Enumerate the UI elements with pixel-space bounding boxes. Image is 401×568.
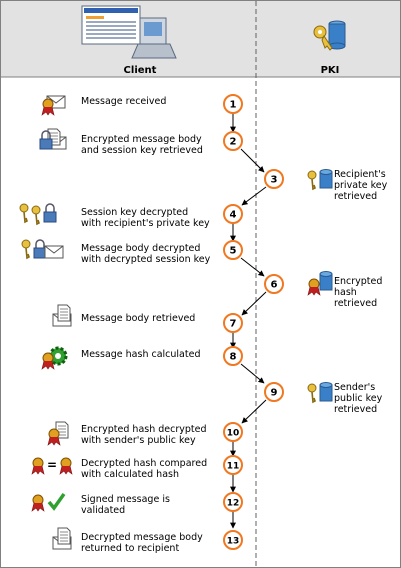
step-circle: [223, 530, 243, 550]
step-2-marker: 2: [223, 131, 243, 151]
step-number: 7: [230, 319, 237, 330]
step-7-label: Message body retrieved: [81, 313, 196, 324]
certificate-document-icon: [47, 421, 69, 446]
step-circle: [223, 422, 243, 442]
flow-arrows: [230, 112, 267, 529]
computer-icon: [81, 5, 177, 59]
step-circle: [264, 382, 284, 402]
step-circle: [223, 94, 243, 114]
step-circle: [223, 240, 243, 260]
step-number: 5: [230, 246, 237, 257]
step-6-label: Encrypted hash retrieved: [334, 276, 383, 309]
step-circle: [223, 492, 243, 512]
certificate-database-icon: [307, 271, 333, 296]
step-number: 13: [227, 537, 240, 547]
step-6-marker: 6: [264, 274, 284, 294]
step-number: 2: [230, 137, 237, 148]
svg-text:=: =: [47, 458, 57, 472]
lock-envelope-document-icon: [39, 128, 67, 150]
step-10-marker: 10: [223, 422, 243, 442]
envelope-certificate-icon: [41, 95, 66, 116]
step-number: 9: [271, 388, 278, 399]
step-number: 11: [227, 462, 240, 472]
step-11-marker: 11: [223, 455, 243, 475]
icons-layer: =: [19, 95, 333, 550]
step-circle: [264, 169, 284, 189]
step-4-marker: 4: [223, 204, 243, 224]
client-column-header: Client: [124, 65, 157, 76]
step-12-marker: 12: [223, 492, 243, 512]
step-13-label: Decrypted message body returned to recip…: [81, 532, 203, 554]
keys-lock-icon: [19, 203, 57, 226]
certificate-equals-certificate-icon: =: [31, 457, 73, 475]
step-11-label: Decrypted hash compared with calculated …: [81, 458, 208, 480]
step-circle: [223, 455, 243, 475]
step-5-marker: 5: [223, 240, 243, 260]
step-1-marker: 1: [223, 94, 243, 114]
step-number: 8: [230, 352, 237, 363]
step-1-label: Message received: [81, 96, 167, 107]
step-number: 4: [230, 210, 237, 221]
certificate-checkmark-icon: [31, 492, 66, 512]
pki-key-database-icon: [313, 20, 346, 51]
step-2-label: Encrypted message body and session key r…: [81, 134, 203, 156]
step-9-label: Sender's public key retrieved: [334, 382, 383, 415]
step-number: 10: [227, 429, 240, 439]
step-9-marker: 9: [264, 382, 284, 402]
step-3-label: Recipient's private key retrieved: [334, 169, 388, 202]
step-circle: [223, 346, 243, 366]
step-3-marker: 3: [264, 169, 284, 189]
document-envelope-icon: [52, 527, 72, 550]
step-8-label: Message hash calculated: [81, 349, 201, 360]
key-lock-envelope-icon: [21, 239, 64, 260]
step-5-label: Message body decrypted with decrypted se…: [81, 243, 211, 265]
step-circle: [223, 313, 243, 333]
key-database-icon: [307, 382, 333, 404]
step-number: 1: [230, 100, 237, 111]
step-number: 3: [271, 175, 278, 186]
key-database-icon: [307, 169, 333, 191]
step-8-marker: 8: [223, 346, 243, 366]
certificate-gear-icon: [41, 346, 68, 370]
step-13-marker: 13: [223, 530, 243, 550]
step-circle: [223, 131, 243, 151]
pki-column-header: PKI: [321, 65, 340, 76]
step-circle: [264, 274, 284, 294]
step-10-label: Encrypted hash decrypted with sender's p…: [81, 424, 207, 446]
step-4-label: Session key decrypted with recipient's p…: [81, 207, 210, 229]
step-number: 12: [227, 499, 240, 509]
step-12-label: Signed message is validated: [81, 494, 170, 516]
step-number: 6: [271, 280, 278, 291]
document-envelope-icon: [52, 304, 72, 327]
step-circle: [223, 204, 243, 224]
step-7-marker: 7: [223, 313, 243, 333]
